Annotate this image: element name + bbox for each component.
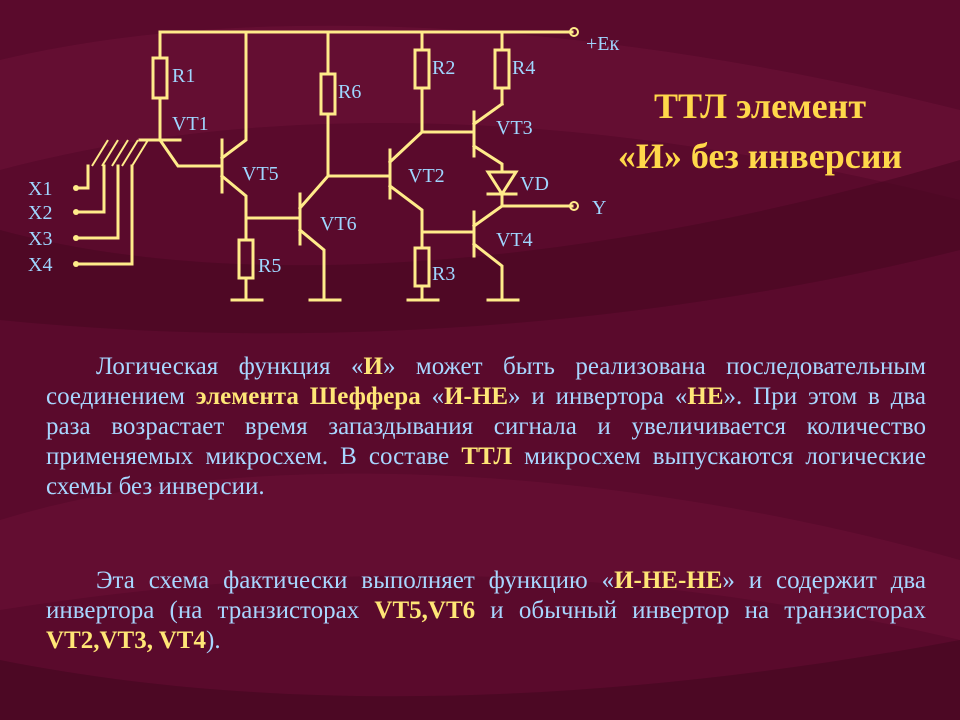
title-line-1: ТТЛ элемент	[653, 86, 867, 126]
resistor-r3	[413, 246, 431, 288]
label-r2: R2	[432, 57, 455, 79]
paragraph-1-emphasis: элемента Шеффера	[195, 383, 421, 410]
resistor-r1	[151, 56, 169, 100]
paragraph-1-text: ». При этом в два раза возрастает время …	[46, 383, 926, 470]
label-vt6: VT6	[320, 213, 357, 235]
paragraph-1-emphasis: И	[363, 353, 383, 380]
supply-terminal	[569, 27, 579, 37]
paragraph-1-text: микросхем выпускаются логические схемы б…	[46, 443, 926, 500]
supply-label: +Eк	[586, 33, 619, 55]
paragraph-2-text: ).	[206, 627, 221, 654]
paragraph-2-text: » и содержит два инвертора (на транзисто…	[46, 567, 926, 624]
paragraph-2: Эта схема фактически выполняет функцию «…	[46, 566, 926, 656]
resistor-r5	[237, 238, 255, 280]
label-r1: R1	[172, 65, 195, 87]
label-vt1: VT1	[172, 113, 209, 135]
transistor-vt2	[387, 129, 425, 246]
transistor-vt5	[219, 30, 248, 220]
paragraph-1-text: » и инвертора «	[508, 383, 688, 410]
input-label-x1: X1	[28, 178, 52, 200]
label-vt2: VT2	[408, 165, 445, 187]
label-vd: VD	[520, 173, 549, 195]
title-line-2: «И» без инверсии	[617, 136, 903, 176]
resistor-r6	[319, 72, 337, 116]
paragraph-2-emphasis: VT2,VT3, VT4	[46, 627, 206, 654]
input-label-x4: X4	[28, 254, 52, 276]
paragraph-2-text: и обычный инвертор на транзисторах	[475, 597, 926, 624]
paragraph-1-text: «	[420, 383, 445, 410]
paragraph-2-emphasis: VT5,VT6	[374, 597, 476, 624]
label-r5: R5	[258, 255, 281, 277]
paragraph-1: Логическая функция «И» может быть реализ…	[46, 352, 926, 502]
label-vt5: VT5	[242, 163, 279, 185]
input-label-x3: X3	[28, 228, 52, 250]
label-vt3: VT3	[496, 117, 533, 139]
transistor-vt3	[471, 101, 505, 174]
transistor-vt6	[297, 173, 392, 302]
output-terminal	[569, 201, 579, 211]
paragraph-2-emphasis: И-НЕ-НЕ	[614, 567, 723, 594]
paragraph-1-emphasis: ТТЛ	[461, 443, 513, 470]
label-vt4: VT4	[496, 229, 533, 251]
label-r6: R6	[338, 81, 361, 103]
input-label-x2: X2	[28, 202, 52, 224]
output-label: Y	[592, 197, 606, 219]
resistor-r2	[413, 48, 431, 90]
ttl-and-circuit: +Eк Y X1 X2 X3 X4 R1 R2 R3 R4 R5 R6 VT1 …	[28, 27, 619, 302]
transistor-vt4	[471, 203, 520, 302]
resistor-r4	[493, 48, 511, 90]
paragraph-1-emphasis: НЕ	[687, 383, 724, 410]
transistor-vt1	[138, 137, 224, 168]
paragraph-1-text: Логическая функция «	[96, 353, 364, 380]
label-r3: R3	[432, 263, 455, 285]
paragraph-1-text: » может быть реализована последовательны…	[46, 353, 927, 410]
paragraph-2-text: Эта схема фактически выполняет функцию «	[96, 567, 615, 594]
paragraph-1-emphasis: И-НЕ	[444, 383, 509, 410]
label-r4: R4	[512, 57, 535, 79]
